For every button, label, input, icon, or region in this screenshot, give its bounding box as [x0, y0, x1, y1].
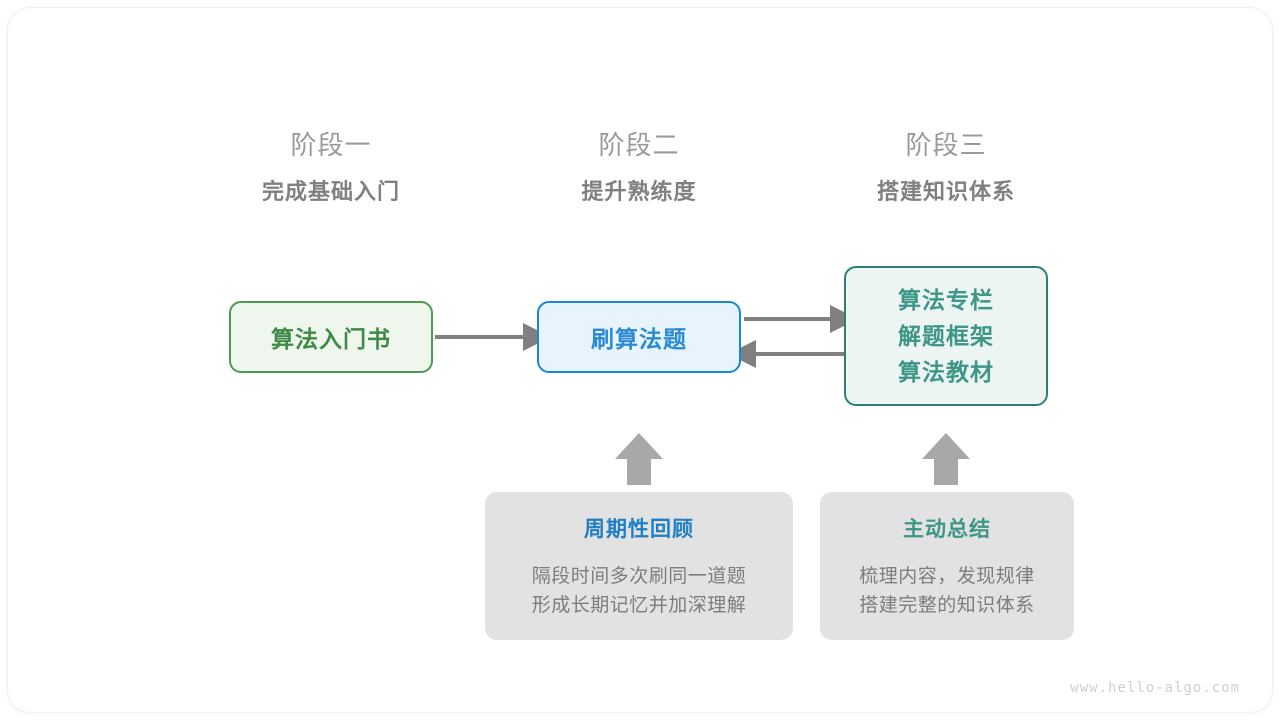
watermark: www.hello-algo.com — [1070, 680, 1240, 696]
panel-periodic-review-body: 隔段时间多次刷同一道题 形成长期记忆并加深理解 — [485, 562, 793, 620]
node-knowledge-line-3: 算法教材 — [898, 359, 994, 385]
stage-header-2: 阶段二 提升熟练度 — [489, 128, 789, 208]
stage-header-3: 阶段三 搭建知识体系 — [796, 128, 1096, 208]
stage-number-2: 阶段二 — [598, 130, 680, 160]
node-intro-book-label: 算法入门书 — [271, 326, 391, 352]
node-practice-problems-label: 刷算法题 — [591, 326, 687, 352]
panel-periodic-review-line-1: 隔段时间多次刷同一道题 — [531, 566, 747, 587]
stage-header-1: 阶段一 完成基础入门 — [181, 128, 481, 208]
panel-periodic-review-line-2: 形成长期记忆并加深理解 — [531, 595, 747, 616]
panel-periodic-review[interactable]: 周期性回顾 隔段时间多次刷同一道题 形成长期记忆并加深理解 — [485, 492, 793, 640]
node-knowledge-line-1: 算法专栏 — [898, 287, 994, 313]
panel-active-summary-line-2: 搭建完整的知识体系 — [859, 595, 1035, 616]
stage-title-2: 提升熟练度 — [581, 179, 697, 204]
node-practice-problems[interactable]: 刷算法题 — [537, 301, 741, 373]
stage-title-1: 完成基础入门 — [261, 179, 400, 204]
stage-title-3: 搭建知识体系 — [876, 179, 1015, 204]
stage-number-1: 阶段一 — [290, 130, 372, 160]
stage-number-3: 阶段三 — [905, 130, 987, 160]
node-knowledge-resources[interactable]: 算法专栏 解题框架 算法教材 — [844, 266, 1048, 406]
node-knowledge-line-2: 解题框架 — [898, 323, 994, 349]
panel-active-summary-title: 主动总结 — [903, 518, 991, 541]
panel-active-summary[interactable]: 主动总结 梳理内容，发现规律 搭建完整的知识体系 — [820, 492, 1074, 640]
node-intro-book[interactable]: 算法入门书 — [229, 301, 433, 373]
panel-active-summary-body: 梳理内容，发现规律 搭建完整的知识体系 — [820, 562, 1074, 620]
panel-active-summary-line-1: 梳理内容，发现规律 — [859, 566, 1035, 587]
panel-periodic-review-title: 周期性回顾 — [584, 518, 694, 541]
